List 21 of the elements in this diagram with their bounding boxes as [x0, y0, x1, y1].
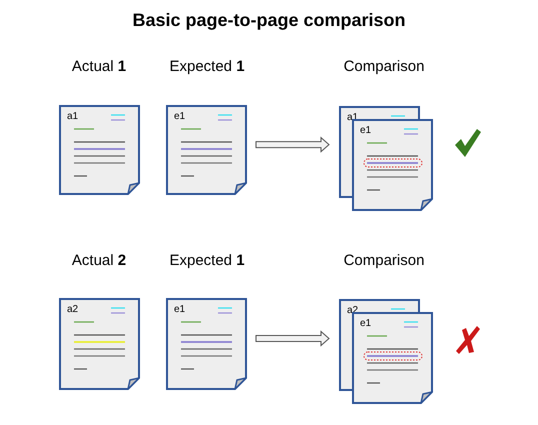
- column-heading: Actual 1: [72, 58, 126, 75]
- page-label: e1: [174, 111, 186, 122]
- column-heading: Expected 1: [169, 58, 245, 75]
- page-label: a2: [67, 304, 78, 315]
- document-page: [352, 312, 433, 404]
- column-heading: Actual 2: [72, 252, 126, 269]
- page-label: a1: [67, 111, 78, 122]
- page-label: e1: [360, 318, 372, 329]
- document-page: [59, 105, 140, 195]
- block-arrow: [256, 136, 330, 153]
- page-label: e1: [174, 304, 186, 315]
- column-heading: Comparison: [344, 252, 424, 269]
- document-page: [352, 119, 433, 211]
- document-page: [166, 298, 247, 390]
- document-page: [59, 298, 140, 390]
- document-page: [166, 105, 247, 195]
- block-arrow: [256, 330, 330, 347]
- column-heading: Expected 1: [169, 252, 245, 269]
- diagram-title: Basic page-to-page comparison: [131, 10, 407, 31]
- page-label: e1: [360, 125, 372, 136]
- column-heading: Comparison: [344, 58, 424, 75]
